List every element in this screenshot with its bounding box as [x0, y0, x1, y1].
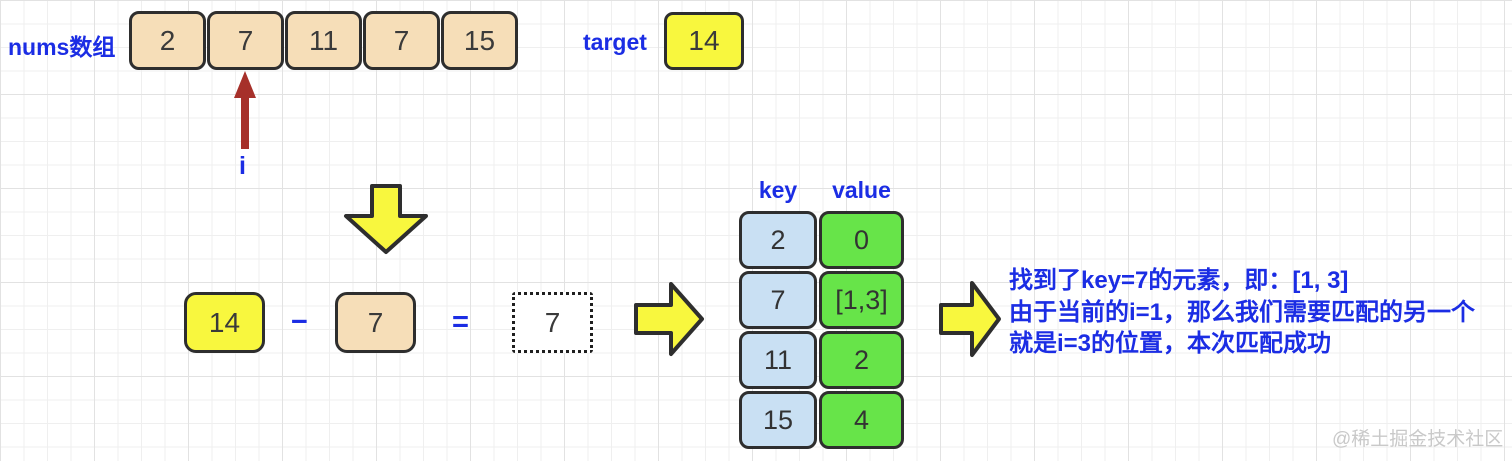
conclusion-line-1: 找到了key=7的元素，即：[1, 3]: [1009, 267, 1349, 294]
target-value-box: 14: [664, 12, 744, 70]
equation-subtrahend-box: 7: [335, 292, 416, 353]
nums-array: 2 7 11 7 15: [129, 11, 518, 70]
hashmap-headers: key value: [739, 177, 904, 204]
conclusion-line-3: 就是i=3的位置，本次匹配成功: [1009, 330, 1332, 357]
equals-sign: =: [452, 306, 469, 338]
value-header: value: [832, 177, 891, 203]
index-pointer-label: i: [239, 152, 246, 180]
array-cell-3: 7: [363, 11, 440, 70]
value-cell: 4: [819, 391, 904, 449]
nums-array-label: nums数组: [8, 34, 116, 60]
key-cell: 11: [739, 331, 817, 389]
key-cell: 7: [739, 271, 817, 329]
target-label: target: [583, 29, 647, 55]
hashmap-row-0: 2 0: [739, 211, 904, 269]
value-cell: 0: [819, 211, 904, 269]
hashmap-row-1: 7 [1,3]: [739, 271, 904, 329]
value-cell: 2: [819, 331, 904, 389]
array-cell-1: 7: [207, 11, 284, 70]
equation-minuend-box: 14: [184, 292, 265, 353]
conclusion-text: 找到了key=7的元素，即：[1, 3] 由于当前的i=1，那么我们需要匹配的另…: [1009, 265, 1475, 360]
value-cell: [1,3]: [819, 271, 904, 329]
hashmap-row-2: 11 2: [739, 331, 904, 389]
conclusion-line-2: 由于当前的i=1，那么我们需要匹配的另一个: [1009, 298, 1476, 326]
hashmap-table: 2 0 7 [1,3] 11 2 15 4: [739, 211, 904, 449]
array-cell-2: 11: [285, 11, 362, 70]
minus-sign: −: [291, 306, 308, 338]
right-arrow-icon: [939, 281, 1001, 357]
index-pointer-up-arrow-icon: [234, 71, 256, 149]
key-header: key: [758, 177, 798, 203]
right-arrow-icon: [634, 282, 704, 356]
equation-result-box: 7: [512, 292, 593, 353]
array-cell-4: 15: [441, 11, 518, 70]
hashmap-row-3: 15 4: [739, 391, 904, 449]
key-cell: 15: [739, 391, 817, 449]
array-cell-0: 2: [129, 11, 206, 70]
watermark: @稀土掘金技术社区: [1332, 429, 1504, 450]
key-cell: 2: [739, 211, 817, 269]
down-arrow-icon: [344, 184, 428, 254]
